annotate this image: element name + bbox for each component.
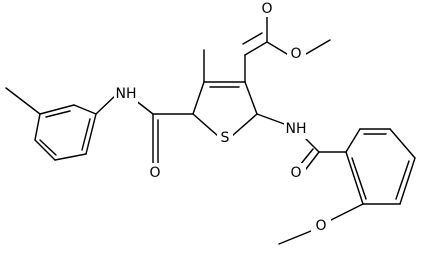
atom-o-amide-right: O bbox=[286, 163, 306, 183]
bond-tolyl-inner-b bbox=[39, 139, 57, 156]
atom-o-ester-carbonyl: O bbox=[258, 1, 277, 17]
bond-ring-c5-s bbox=[192, 113, 219, 137]
bond-benz-inner-c bbox=[351, 157, 367, 200]
bond-benz-methoxy-o bbox=[330, 203, 364, 221]
bond-benz-3 bbox=[389, 128, 416, 159]
atom-s-ring: S bbox=[217, 129, 233, 147]
bonds bbox=[5, 9, 416, 245]
bond-tolyl-methyl bbox=[5, 87, 41, 115]
bond-tolyl-1 bbox=[73, 104, 97, 115]
nh-label: NH bbox=[286, 121, 307, 137]
bond-benz-1 bbox=[345, 128, 361, 153]
bond-tolyl-3 bbox=[34, 113, 41, 141]
oxygen-label: O bbox=[261, 1, 272, 17]
bond-ester-carbonyl-b bbox=[242, 32, 263, 45]
bond-amide-c-o-right-a bbox=[305, 151, 320, 170]
atom-nh-amide-right: NH bbox=[284, 119, 308, 139]
atom-o-methoxy-bottom: O bbox=[311, 216, 331, 236]
bond-tolyl-inner-c bbox=[81, 118, 91, 151]
bond-tolyl-6 bbox=[85, 113, 97, 155]
bond-tolyl-inner-a bbox=[45, 110, 71, 118]
bond-tolyl-5 bbox=[54, 153, 87, 161]
bond-ring-c2-nh bbox=[256, 113, 288, 126]
nh-label: NH bbox=[116, 86, 137, 102]
sulfur-label: S bbox=[221, 130, 230, 146]
bond-benz-6 bbox=[345, 151, 364, 205]
oxygen-label: O bbox=[315, 218, 326, 234]
bond-tolyl-4 bbox=[34, 139, 56, 161]
atom-nh-amide-left: NH bbox=[114, 84, 138, 104]
atom-labels: O O NH O S NH O O bbox=[114, 1, 331, 236]
bond-benz-4 bbox=[399, 157, 416, 205]
bond-benz-inner-b bbox=[395, 160, 410, 200]
bond-ester-carbonyl-a bbox=[244, 41, 268, 56]
atom-o-amide-left: O bbox=[146, 163, 166, 183]
bond-methoxy-methyl bbox=[278, 230, 312, 245]
bond-ester-methyl bbox=[305, 39, 331, 55]
bond-ring-c3-c2 bbox=[244, 81, 258, 115]
oxygen-label: O bbox=[290, 46, 301, 62]
oxygen-label: O bbox=[290, 165, 301, 181]
bond-ring-c4-c5 bbox=[192, 81, 205, 115]
bond-amide-c-o-right-b bbox=[299, 148, 314, 166]
bond-ring-c2-s bbox=[231, 113, 258, 137]
oxygen-label: O bbox=[149, 165, 160, 181]
bond-nh-aryl bbox=[95, 93, 118, 115]
atom-o-methoxy-top: O bbox=[287, 44, 306, 64]
bond-tolyl-2 bbox=[39, 104, 75, 115]
bond-ester-o-methyl bbox=[266, 41, 288, 55]
